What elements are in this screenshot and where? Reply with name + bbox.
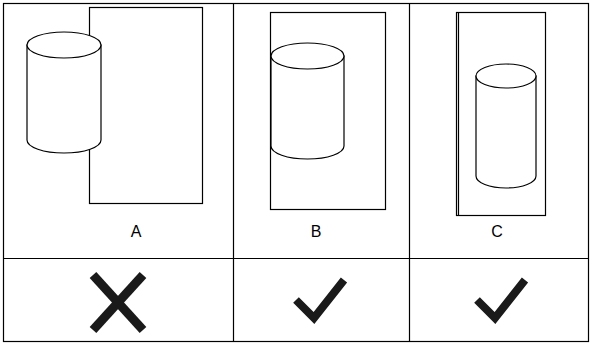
column-rule: [409, 4, 410, 342]
rectangle-figure: [457, 13, 546, 216]
check-mark: [477, 280, 525, 318]
cylinder-figure: [476, 64, 536, 188]
cross-mark: [93, 275, 143, 330]
rectangle-figure: [90, 8, 203, 204]
column-rule: [233, 4, 234, 342]
row-rule: [4, 258, 589, 259]
cell-label: C: [491, 223, 503, 241]
check-mark: [296, 280, 344, 318]
rectangle-figure: [271, 13, 386, 210]
cell-label: B: [311, 223, 322, 241]
rectangle-edge: [458, 13, 459, 216]
cylinder-figure: [27, 32, 101, 153]
cell-label: A: [131, 223, 142, 241]
cylinder-figure: [271, 43, 344, 159]
table-border: [4, 4, 589, 342]
